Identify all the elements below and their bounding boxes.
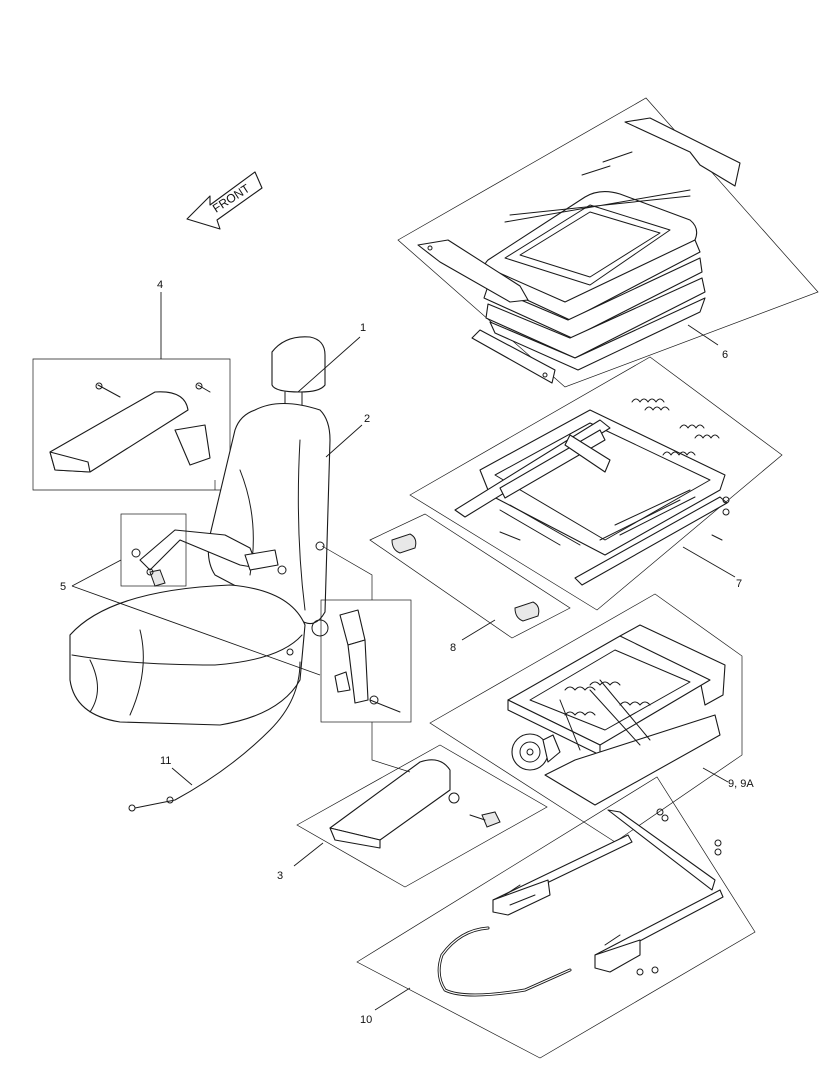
suspension-group: 9, 9A	[429, 593, 754, 843]
callout-2: 2	[364, 413, 370, 425]
callout-9-9a: 9, 9A	[728, 778, 754, 790]
front-arrow: FRONT	[186, 171, 263, 230]
callout-10: 10	[360, 1014, 372, 1026]
callout-8: 8	[450, 642, 456, 654]
callout-4: 4	[157, 279, 163, 291]
callout-5: 5	[60, 581, 66, 593]
slide-rails-group: 10	[356, 776, 756, 1059]
main-seat: 1 2	[69, 322, 411, 773]
callout-6: 6	[722, 349, 728, 361]
springs	[631, 398, 720, 456]
callout-1: 1	[360, 322, 366, 334]
cable-group: 11	[128, 661, 301, 812]
callout-11: 11	[160, 755, 171, 767]
bellows-cover-group: 6	[397, 97, 819, 388]
seat-mechanism-group: 7	[409, 356, 783, 611]
callout-7: 7	[736, 578, 742, 590]
armrest-right-group: 3	[277, 744, 548, 888]
callout-3: 3	[277, 870, 283, 882]
caps-group: 8	[369, 513, 571, 654]
armrest-left-group: 4	[32, 279, 231, 491]
belt-mount-group: 5	[60, 513, 412, 723]
